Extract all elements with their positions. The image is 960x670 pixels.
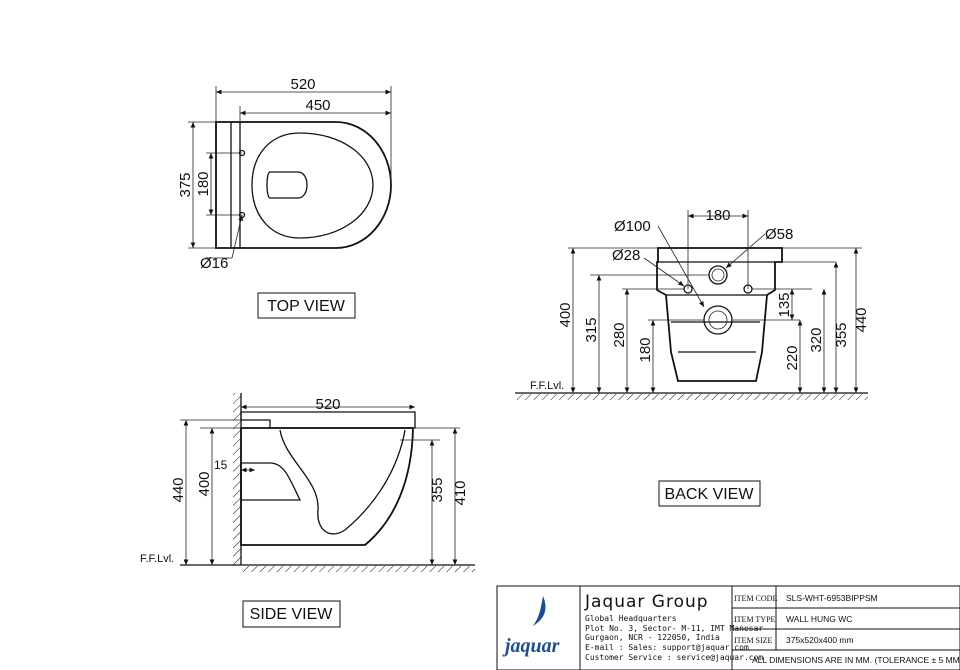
item-size-label: ITEM SIZE <box>734 636 773 645</box>
back-view-label: BACK VIEW <box>665 486 755 503</box>
top-dim-450: 450 <box>305 97 330 114</box>
top-dim-520: 520 <box>290 76 315 93</box>
dimensions-note: ALL DIMENSIONS ARE IN MM. (TOLERANCE ± 5… <box>752 655 960 665</box>
side-dim-355: 355 <box>429 477 446 502</box>
side-floor-label: F.F.Lvl. <box>140 553 174 565</box>
side-dim-400: 400 <box>196 471 213 496</box>
top-dim-180: 180 <box>195 171 212 196</box>
top-view-bowl <box>251 132 374 239</box>
item-code-label: ITEM CODE <box>734 594 777 603</box>
jaquar-logo-mark <box>533 596 546 626</box>
company-name: Jaquar Group <box>584 592 709 612</box>
side-dim-410: 410 <box>452 480 469 505</box>
side-dim-15: 15 <box>214 458 228 472</box>
address-line-4: E-mail : Sales: support@jaquar.com <box>585 643 749 652</box>
top-view-outline <box>215 121 392 249</box>
side-view: F.F.Lvl. 520 15 440 400 355 410 SIDE VIE… <box>140 393 475 628</box>
jaquar-logo-text: jaquar <box>502 635 560 657</box>
top-dim-d16: Ø16 <box>200 255 228 272</box>
side-dim-520: 520 <box>315 396 340 413</box>
title-block: jaquar Jaquar Group Global Headquarters … <box>496 585 960 670</box>
back-dim-d100: Ø100 <box>614 218 651 235</box>
back-dim-315: 315 <box>583 317 600 342</box>
back-view-body <box>656 247 783 382</box>
address-line-1: Global Headquarters <box>585 614 677 623</box>
back-floor-label: F.F.Lvl. <box>530 380 564 392</box>
item-code-value: SLS-WHT-6953BIPPSM <box>786 593 878 603</box>
item-size-value: 375x520x400 mm <box>786 635 854 645</box>
back-view: F.F.Lvl. 180 Ø100 Ø58 Ø28 400 <box>515 207 870 507</box>
item-type-value: WALL HUNG WC <box>786 614 852 624</box>
back-dim-d28: Ø28 <box>612 247 640 264</box>
side-view-label: SIDE VIEW <box>250 606 334 623</box>
address-line-5: Customer Service : service@jaquar.com <box>585 653 763 662</box>
back-dim-d58: Ø58 <box>765 226 793 243</box>
address-line-2: Plot No. 3, Sector- M-11, IMT Manesar <box>585 624 763 633</box>
side-view-bowl <box>240 427 414 546</box>
top-dim-375: 375 <box>177 172 194 197</box>
item-type-label: ITEM TYPE <box>734 615 776 624</box>
top-view: 520 450 375 180 Ø16 TOP VIEW <box>177 76 392 319</box>
address-line-3: Gurgaon, NCR - 122050, India <box>585 633 720 642</box>
back-dim-355: 355 <box>833 322 850 347</box>
back-dim-180: 180 <box>705 207 730 224</box>
back-dim-280: 280 <box>611 322 628 347</box>
back-dim-440: 440 <box>853 307 870 332</box>
top-view-label: TOP VIEW <box>267 298 346 315</box>
back-dim-135: 135 <box>776 292 793 317</box>
back-dim-180b: 180 <box>637 337 654 362</box>
side-dim-440: 440 <box>170 477 187 502</box>
back-dim-220: 220 <box>784 345 801 370</box>
back-dim-400: 400 <box>557 302 574 327</box>
back-dim-320: 320 <box>808 327 825 352</box>
